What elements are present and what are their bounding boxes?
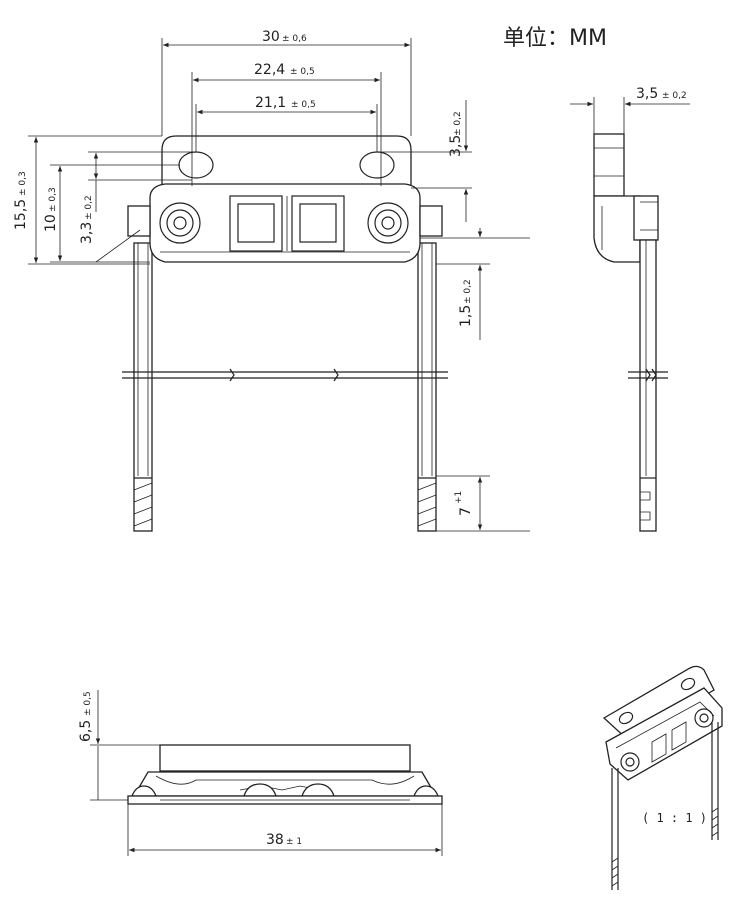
bottom-view: 6,5 ± 0,5 38 ± 1 [78,690,443,856]
svg-text:1,5: 1,5 [458,305,474,327]
dim-width-overall: 30 ± 0,6 [161,29,412,136]
dim-strip-length: 7 +1 [436,475,530,532]
center-clips [229,195,345,252]
svg-text:21,1: 21,1 [255,95,286,111]
dim-height-mid: 10 ± 0,3 [43,164,180,263]
mounting-tab [161,135,412,189]
svg-text:+1: +1 [454,491,464,504]
dim-side-thickness: 3,5 ± 0,2 [570,86,690,134]
svg-text:38: 38 [266,832,284,848]
side-view: 3,5 ± 0,2 [570,86,690,532]
svg-text:3,5: 3,5 [636,86,658,102]
svg-text:± 0,2: ± 0,2 [84,195,94,220]
dim-bottom-width: 38 ± 1 [127,804,443,856]
dim-width-holes: 21,1 ± 0,5 [195,95,378,152]
right-lead [417,242,437,532]
sensor-body [149,183,421,263]
svg-text:3,3: 3,3 [79,222,95,244]
dim-height-pin: 3,3 ± 0,2 [79,151,196,263]
svg-text:± 0,3: ± 0,3 [48,187,58,212]
dim-bottom-height: 6,5 ± 0,5 [78,690,160,801]
svg-text:± 0,2: ± 0,2 [463,279,473,304]
svg-text:6,5: 6,5 [78,720,94,742]
dim-width-mid: 22,4 ± 0,5 [191,62,382,186]
terminal-left [159,202,201,244]
svg-text:3,5: 3,5 [448,135,464,157]
unit-label: 单位：MM [503,26,607,51]
svg-text:± 0,5: ± 0,5 [291,100,316,110]
break-line [122,368,448,382]
isometric-view [602,665,723,890]
svg-text:15,5: 15,5 [13,199,29,230]
front-view: 30 ± 0,6 22,4 ± 0,5 21,1 ± 0,5 15,5 ± 0,… [13,29,530,532]
svg-text:± 0,3: ± 0,3 [18,171,28,196]
scale-label: ( 1 : 1 ) [642,811,707,825]
svg-text:30: 30 [262,29,280,45]
dim-tab-height: 3,5 ± 0,2 [377,100,472,222]
left-lead [133,242,153,532]
svg-text:± 0,2: ± 0,2 [453,111,463,136]
svg-text:± 1: ± 1 [286,837,302,847]
terminal-right [367,202,409,244]
svg-text:22,4: 22,4 [254,62,285,78]
iso-leads [611,722,719,890]
svg-text:± 0,5: ± 0,5 [290,67,315,77]
svg-text:± 0,6: ± 0,6 [282,34,307,44]
left-lead-stripped-end [133,477,153,527]
svg-text:7: 7 [458,507,474,516]
dim-height-overall: 15,5 ± 0,3 [13,135,162,265]
svg-text:± 0,2: ± 0,2 [662,91,687,101]
dim-lead-offset: 1,5 ± 0,2 [420,228,530,340]
svg-text:10: 10 [43,214,59,232]
svg-text:± 0,5: ± 0,5 [83,691,93,716]
right-lead-stripped-end [417,477,437,527]
